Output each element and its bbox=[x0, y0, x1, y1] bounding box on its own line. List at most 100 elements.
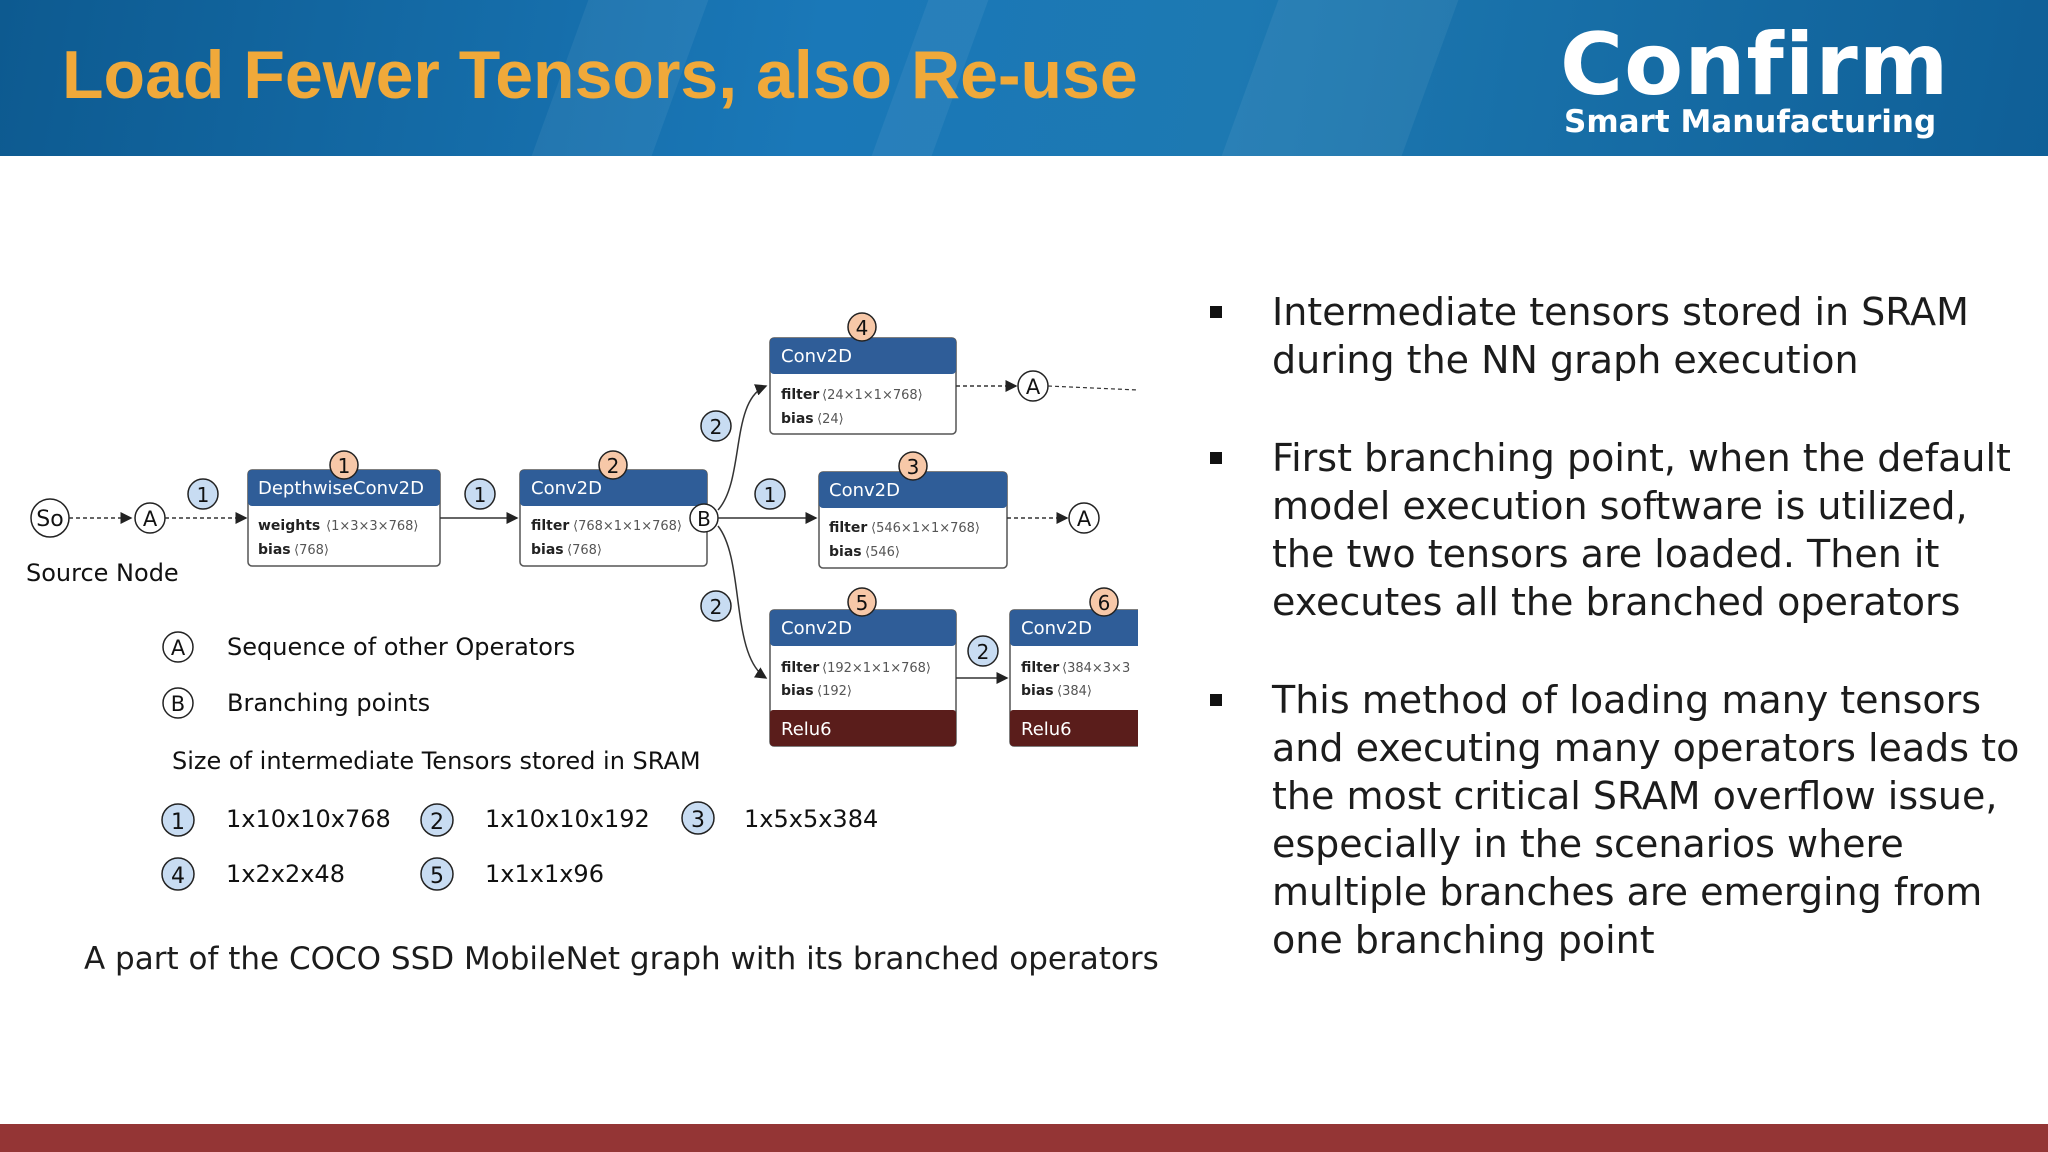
size-value: 1x1x1x96 bbox=[485, 860, 604, 888]
node-number-marker-label: 4 bbox=[856, 316, 869, 340]
node-number-marker-label: 1 bbox=[338, 454, 351, 478]
bullet-item: Intermediate tensors stored in SRAM duri… bbox=[1210, 288, 2030, 384]
node-footer: Relu6 bbox=[781, 719, 832, 740]
legend-marker-b bbox=[162, 687, 194, 719]
edge-a-continuation bbox=[1047, 385, 1139, 391]
node-row-val: ⟨192⟩ bbox=[817, 684, 852, 699]
node-number-marker bbox=[329, 450, 359, 480]
node-row-val: ⟨24×1×1×768⟩ bbox=[822, 388, 923, 403]
node-row-key: bias bbox=[258, 542, 291, 558]
diagram-caption: A part of the COCO SSD MobileNet graph w… bbox=[84, 941, 1159, 977]
node-row-key: filter bbox=[1021, 660, 1059, 676]
bullet-item: First branching point, when the default … bbox=[1210, 434, 2030, 626]
sizes-title: Size of intermediate Tensors stored in S… bbox=[172, 747, 701, 775]
node-row-key: bias bbox=[1021, 683, 1054, 699]
operator-node-conv2d-5: Conv2D filter ⟨192×1×1×768⟩ bias ⟨192⟩ R… bbox=[769, 609, 957, 747]
node-row-val: ⟨768×1×1×768⟩ bbox=[573, 519, 682, 534]
node-row-val: ⟨192×1×1×768⟩ bbox=[822, 661, 931, 676]
node-number-marker-label: 3 bbox=[907, 455, 920, 479]
node-title: Conv2D bbox=[1021, 618, 1092, 639]
node-footer: Relu6 bbox=[1021, 719, 1072, 740]
node-number-marker-label: 5 bbox=[856, 591, 869, 615]
node-row-key: filter bbox=[781, 660, 819, 676]
bullet-item: This method of loading many tensors and … bbox=[1210, 676, 2030, 964]
size-value: 1x5x5x384 bbox=[744, 805, 878, 833]
size-marker bbox=[161, 803, 195, 837]
node-row-key: filter bbox=[781, 387, 819, 403]
bullet-square-icon bbox=[1210, 306, 1222, 318]
size-marker-label: 4 bbox=[171, 864, 185, 889]
edge-size-marker-label: 2 bbox=[710, 415, 723, 439]
sequence-marker-a3-label: A bbox=[1077, 507, 1092, 531]
operator-node-conv2d-4: Conv2D filter ⟨24×1×1×768⟩ bias ⟨24⟩ bbox=[769, 337, 957, 435]
edge-size-marker-label: 1 bbox=[474, 483, 487, 507]
size-marker-label: 2 bbox=[430, 810, 444, 835]
edge-b-to-node4 bbox=[717, 384, 768, 511]
slide-title: Load Fewer Tensors, also Re-use bbox=[62, 37, 1138, 113]
header-banner: Load Fewer Tensors, also Re-use Confirm … bbox=[0, 0, 2048, 156]
node-row-val: ⟨1×3×3×768⟩ bbox=[326, 519, 418, 534]
edge-size-marker bbox=[464, 478, 496, 510]
source-node-label: So bbox=[36, 507, 63, 532]
node-row-val: ⟨384⟩ bbox=[1057, 684, 1092, 699]
node-row-key: filter bbox=[531, 518, 569, 534]
operator-node-conv2d-6: Conv2D filter ⟨384×3×3 bias ⟨384⟩ Relu6 bbox=[1009, 609, 1151, 747]
logo-subtitle: Smart Manufacturing bbox=[1564, 104, 1937, 140]
bullet-list: Intermediate tensors stored in SRAM duri… bbox=[1210, 288, 2030, 1014]
legend-text-a: Sequence of other Operators bbox=[227, 633, 575, 661]
edge-size-marker-label: 1 bbox=[197, 483, 210, 507]
legend-text-b: Branching points bbox=[227, 689, 430, 717]
node-title: Conv2D bbox=[531, 478, 602, 499]
bullet-text: This method of loading many tensors and … bbox=[1272, 678, 2020, 962]
node-title: Conv2D bbox=[781, 346, 852, 367]
node-row-val: ⟨546⟩ bbox=[865, 545, 900, 560]
node-row-key: weights bbox=[258, 518, 320, 534]
node-title: DepthwiseConv2D bbox=[258, 478, 424, 499]
node-row-val: ⟨768⟩ bbox=[567, 543, 602, 558]
edge-size-marker bbox=[700, 590, 732, 622]
node-title: Conv2D bbox=[829, 480, 900, 501]
node-row-key: bias bbox=[781, 411, 814, 427]
operator-node-conv2d-3: Conv2D filter ⟨546×1×1×768⟩ bias ⟨546⟩ bbox=[818, 471, 1008, 569]
logo-text: Confirm bbox=[1560, 15, 1950, 115]
node-row-key: bias bbox=[781, 683, 814, 699]
edge-b-to-node5 bbox=[717, 525, 768, 679]
size-value: 1x2x2x48 bbox=[226, 860, 345, 888]
operator-node-depthwiseconv2d: DepthwiseConv2D weights ⟨1×3×3×768⟩ bias… bbox=[247, 469, 441, 567]
bullet-square-icon bbox=[1210, 694, 1222, 706]
node-title: Conv2D bbox=[781, 618, 852, 639]
edge-size-marker bbox=[187, 478, 219, 510]
branch-point-b-label: B bbox=[697, 507, 711, 531]
legend-marker-b-label: B bbox=[171, 692, 185, 716]
operator-node-conv2d-2: Conv2D filter ⟨768×1×1×768⟩ bias ⟨768⟩ bbox=[519, 469, 708, 567]
node-row-val: ⟨24⟩ bbox=[817, 412, 844, 427]
bullet-text: Intermediate tensors stored in SRAM duri… bbox=[1272, 290, 1969, 382]
node-row-val: ⟨768⟩ bbox=[294, 543, 329, 558]
size-marker bbox=[161, 857, 195, 891]
node-number-marker bbox=[847, 587, 877, 617]
legend-marker-a-label: A bbox=[171, 636, 186, 660]
footer-bar bbox=[0, 1124, 2048, 1152]
size-marker bbox=[420, 857, 454, 891]
node-row-val: ⟨546×1×1×768⟩ bbox=[871, 521, 980, 536]
node-number-marker bbox=[598, 450, 628, 480]
bullet-square-icon bbox=[1210, 452, 1222, 464]
source-node-caption: Source Node bbox=[26, 559, 179, 587]
edge-size-marker bbox=[967, 635, 999, 667]
edge-size-marker bbox=[700, 410, 732, 442]
node-row-key: filter bbox=[829, 520, 867, 536]
node-number-marker bbox=[847, 312, 877, 342]
node-row-key: bias bbox=[829, 544, 862, 560]
node-row-val: ⟨384×3×3 bbox=[1062, 661, 1130, 676]
graph-diagram: So Source Node A DepthwiseConv2D weights… bbox=[26, 312, 1160, 977]
size-marker-label: 5 bbox=[430, 864, 444, 889]
bullet-text: First branching point, when the default … bbox=[1272, 436, 2011, 624]
sequence-marker-a1-label: A bbox=[143, 507, 158, 531]
node-number-marker-label: 6 bbox=[1098, 591, 1111, 615]
sequence-marker-a2-label: A bbox=[1026, 375, 1041, 399]
size-marker-label: 1 bbox=[171, 810, 185, 835]
size-value: 1x10x10x192 bbox=[485, 805, 650, 833]
edge-size-marker-label: 1 bbox=[764, 483, 777, 507]
legend-marker-a bbox=[162, 631, 194, 663]
size-marker bbox=[681, 801, 715, 835]
